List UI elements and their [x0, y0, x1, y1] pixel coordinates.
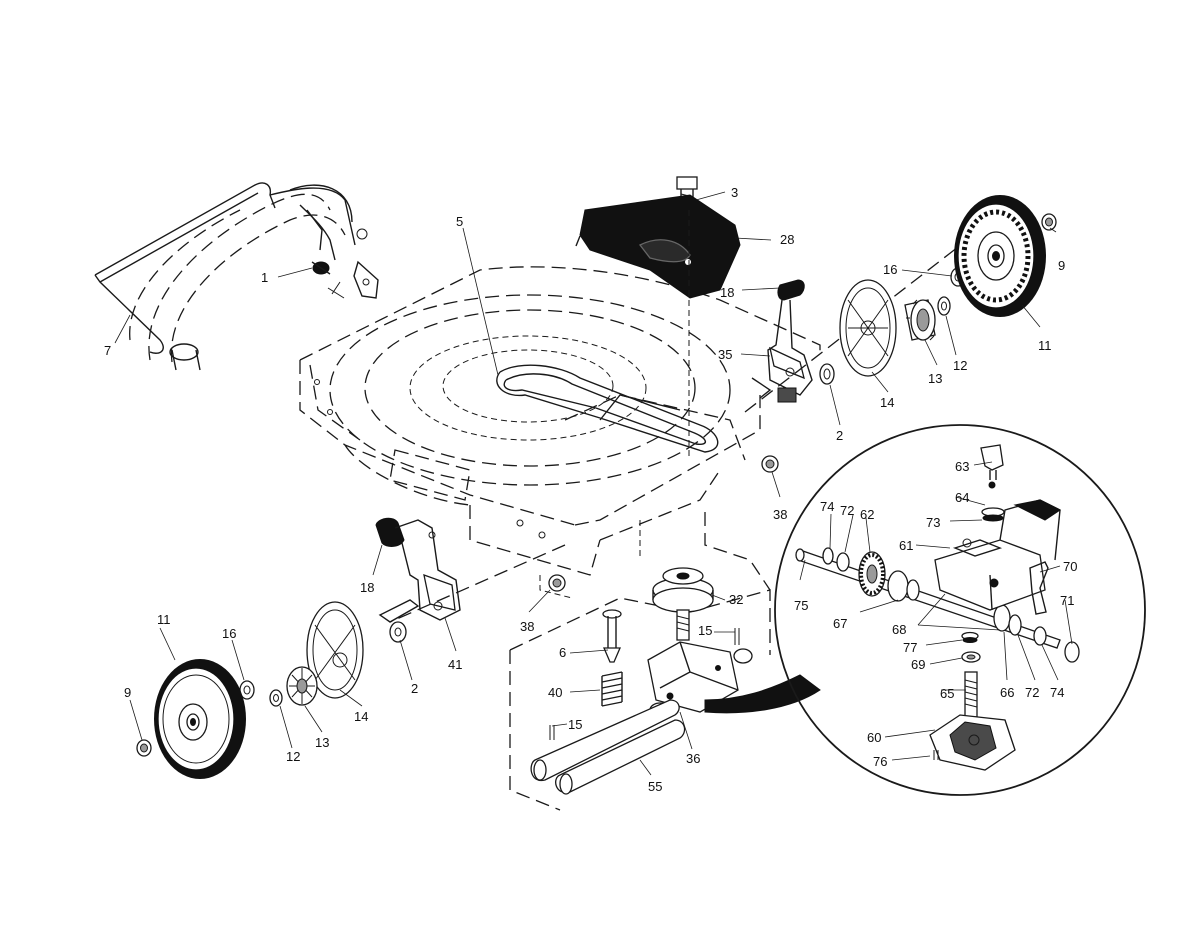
- wheel-hub-plate-right: [839, 279, 897, 377]
- control-cable-bracket: [299, 204, 379, 299]
- callout: 77: [903, 640, 917, 655]
- callout: 11: [1038, 338, 1052, 353]
- washer: [819, 363, 835, 385]
- gearbox-assembly: [647, 609, 753, 718]
- inset-clip: [1029, 561, 1049, 615]
- callout: 15: [568, 717, 582, 732]
- callout: 41: [448, 657, 462, 672]
- washer-2-left: [389, 621, 407, 643]
- callout: 3: [731, 185, 738, 200]
- inset-bearings: [961, 507, 1005, 663]
- callout: 63: [955, 459, 969, 474]
- callout: 40: [548, 685, 562, 700]
- callout: 12: [953, 358, 967, 373]
- callout: 35: [718, 347, 732, 362]
- callout: 13: [928, 371, 942, 386]
- callout: 14: [354, 709, 368, 724]
- height-adjuster-right: [751, 279, 813, 403]
- upper-handle: [94, 182, 356, 371]
- drive-pinion-right: [904, 299, 936, 341]
- callout: 32: [729, 592, 743, 607]
- ratchet-washer-left: [269, 689, 283, 707]
- inset-worm: [964, 671, 978, 718]
- callout: 71: [1060, 593, 1074, 608]
- callout: 74: [1050, 685, 1064, 700]
- height-adjuster-left: [375, 517, 461, 623]
- ratchet-washer: [937, 296, 951, 316]
- inset-shift-fork: [980, 444, 1004, 489]
- key-15-left: [549, 725, 555, 740]
- callout: 67: [833, 616, 847, 631]
- callout: 64: [955, 490, 969, 505]
- callout: 73: [926, 515, 940, 530]
- callout: 12: [286, 749, 300, 764]
- callout: 36: [686, 751, 700, 766]
- callout: 11: [157, 612, 171, 627]
- clutch-pin: [602, 609, 622, 663]
- drive-pulley: [652, 567, 714, 613]
- callout: 16: [883, 262, 897, 277]
- belt-cover: [575, 194, 741, 299]
- mower-deck: [299, 266, 821, 576]
- callout: 76: [873, 754, 887, 769]
- callout: 60: [867, 730, 881, 745]
- key-15-top: [734, 628, 740, 645]
- callout: 2: [836, 428, 843, 443]
- callout: 69: [911, 657, 925, 672]
- callout: 70: [1063, 559, 1077, 574]
- callout: 75: [794, 598, 808, 613]
- drive-pinion-left: [286, 666, 318, 706]
- hex-nut-9-left: [136, 739, 152, 757]
- callout: 5: [456, 214, 463, 229]
- callout: 6: [559, 645, 566, 660]
- drive-belt: [496, 364, 719, 453]
- inset-base-housing: [929, 714, 1016, 771]
- hex-nut-9-right: [1041, 213, 1057, 231]
- rear-wheel-left: [154, 659, 246, 779]
- callout: 18: [720, 285, 734, 300]
- wheel-hub-plate-left: [306, 601, 364, 699]
- callout: 68: [892, 622, 906, 637]
- rear-wheel-right: [954, 195, 1046, 317]
- hex-nut-38-right: [761, 455, 779, 473]
- drive-shaft-tubes: [530, 699, 686, 795]
- callout: 2: [411, 681, 418, 696]
- inset-gear: [858, 551, 886, 597]
- inset-shaft: [795, 547, 1080, 663]
- callout: 9: [124, 685, 131, 700]
- leader-lines: [114, 191, 1073, 776]
- inset-housing: [934, 499, 1061, 611]
- callout: 61: [899, 538, 913, 553]
- callout: 9: [1058, 258, 1065, 273]
- callout: 38: [520, 619, 534, 634]
- callout: 72: [1025, 685, 1039, 700]
- detail-inset: [774, 424, 1146, 796]
- callout: 15: [698, 623, 712, 638]
- callout: 65: [940, 686, 954, 701]
- hex-nut-38-left: [539, 574, 573, 599]
- callout: 16: [222, 626, 236, 641]
- callout: 74: [820, 499, 834, 514]
- callout: 18: [360, 580, 374, 595]
- callout-labels: 1 2 2 3 5 6 7 9 9 11 11 12 12 13 13 14 1…: [104, 185, 1077, 794]
- callout: 72: [840, 503, 854, 518]
- spring: [601, 671, 623, 707]
- callout: 7: [104, 343, 111, 358]
- callout: 28: [780, 232, 794, 247]
- callout: 13: [315, 735, 329, 750]
- callout: 66: [1000, 685, 1014, 700]
- callout: 55: [648, 779, 662, 794]
- callout: 1: [261, 270, 268, 285]
- callout: 62: [860, 507, 874, 522]
- callout: 14: [880, 395, 894, 410]
- inset-screw: [933, 750, 939, 760]
- callout: 38: [773, 507, 787, 522]
